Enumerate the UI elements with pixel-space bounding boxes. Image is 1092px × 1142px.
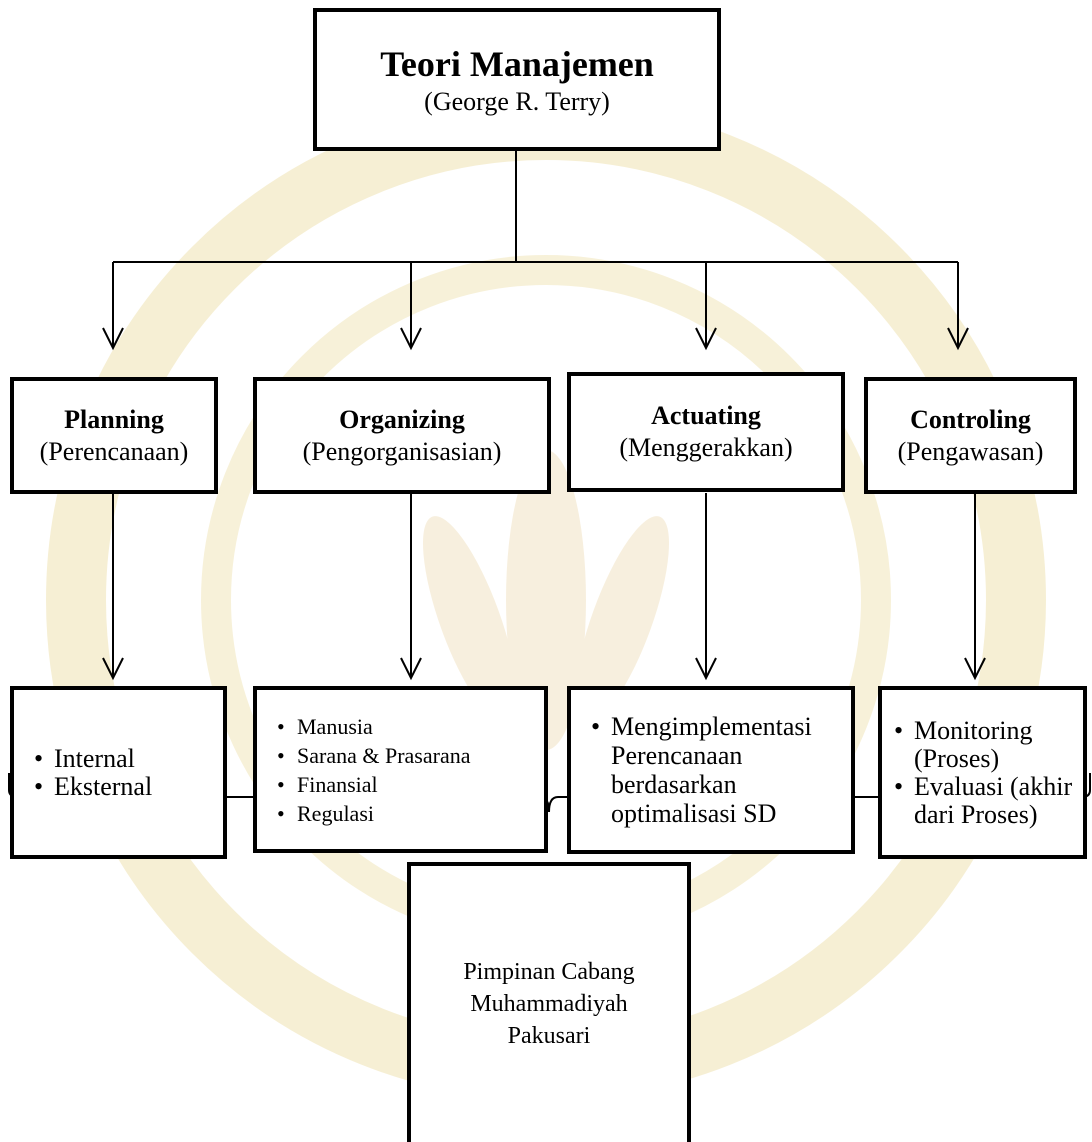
arrowhead-organizing-items [400, 657, 422, 681]
root-box: Teori Manajemen (George R. Terry) [313, 8, 721, 151]
planning-title: Planning [64, 404, 164, 434]
arrowhead-planning [102, 327, 124, 351]
controling-box: Controling (Pengawasan) [864, 377, 1077, 494]
pimpinan-box: Pimpinan Cabang Muhammadiyah Pakusari [407, 862, 691, 1142]
list-item: Regulasi [277, 799, 470, 828]
arrowhead-organizing [400, 327, 422, 351]
list-item: Evaluasi (akhir dari Proses) [894, 772, 1075, 829]
controling-title: Controling [910, 404, 1031, 434]
planning-items-box: Internal Eksternal [10, 686, 227, 859]
arrowhead-controling [947, 327, 969, 351]
actuating-items: Mengimplementasi Perencanaan berdasarkan… [591, 712, 841, 828]
organizing-title: Organizing [339, 404, 465, 434]
root-title: Teori Manajemen [380, 43, 654, 84]
planning-box: Planning (Perencanaan) [10, 377, 218, 494]
organizing-items-box: Manusia Sarana & Prasarana Finansial Reg… [253, 686, 548, 853]
list-item: Sarana & Prasarana [277, 741, 470, 770]
arrowhead-actuating [695, 327, 717, 351]
actuating-items-box: Mengimplementasi Perencanaan berdasarkan… [567, 686, 855, 854]
organizing-items: Manusia Sarana & Prasarana Finansial Reg… [277, 712, 470, 828]
organizing-subtitle: (Pengorganisasian) [302, 436, 502, 466]
target-line-3: Pakusari [507, 1023, 591, 1049]
list-item: Monitoring (Proses) [894, 716, 1075, 773]
arrowhead-actuating-items [695, 657, 717, 681]
planning-subtitle: (Perencanaan) [39, 436, 189, 466]
arrowhead-controling-items [964, 657, 986, 681]
target-line-2: Muhammadiyah [470, 991, 628, 1017]
list-item: Eksternal [34, 772, 152, 801]
list-item: Finansial [277, 770, 470, 799]
organizing-box: Organizing (Pengorganisasian) [253, 377, 551, 494]
controling-items-box: Monitoring (Proses) Evaluasi (akhir dari… [878, 686, 1087, 859]
target-line-1: Pimpinan Cabang [463, 959, 635, 985]
actuating-subtitle: (Menggerakkan) [619, 433, 793, 462]
planning-items: Internal Eksternal [34, 744, 152, 801]
root-subtitle: (George R. Terry) [424, 86, 610, 116]
list-item: Mengimplementasi Perencanaan berdasarkan… [591, 712, 841, 828]
actuating-title: Actuating [651, 401, 761, 430]
list-item: Manusia [277, 712, 470, 741]
list-item: Internal [34, 744, 152, 773]
controling-items: Monitoring (Proses) Evaluasi (akhir dari… [894, 716, 1075, 829]
controling-subtitle: (Pengawasan) [897, 436, 1044, 466]
actuating-box: Actuating (Menggerakkan) [567, 372, 845, 492]
arrowhead-planning-items [102, 657, 124, 681]
